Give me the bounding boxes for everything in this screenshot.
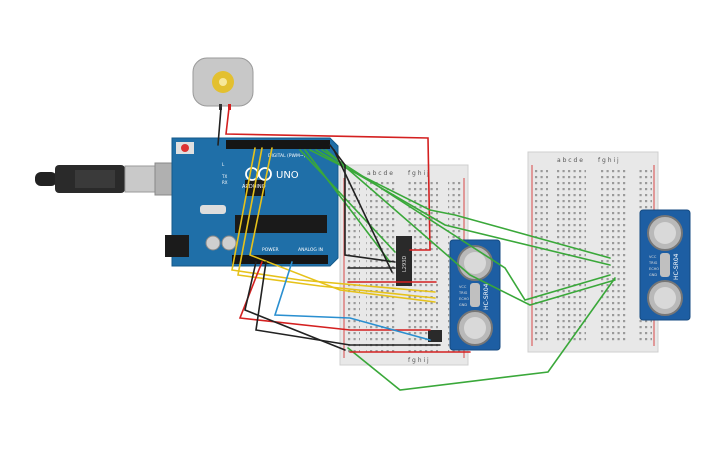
wire-green-bottom[interactable] [347, 277, 616, 391]
sensor-right-pin-echo: ECHO [649, 267, 659, 271]
wire-red-motor[interactable] [225, 107, 431, 251]
breadboard-left-col-labels-bottom: f g h i j [408, 357, 429, 364]
wire-black-motor[interactable] [217, 107, 222, 146]
breadboard-right-col-labels-2: f g h i j [598, 157, 619, 164]
sensor-left-pin-echo: ECHO [459, 297, 469, 301]
dc-motor[interactable] [192, 57, 254, 110]
sensor-right-pin-vcc: VCC [649, 255, 657, 259]
usb-cable [35, 162, 196, 196]
breadboard-right-col-labels: a b c d e [557, 157, 583, 164]
sensor-left-pin-trig: TRIG [458, 291, 468, 295]
sensor-right-pin-trig: TRIG [648, 261, 658, 265]
analog-header-label: ANALOG IN [298, 247, 323, 253]
wire-yellow-1[interactable] [231, 147, 436, 293]
wire-black-power-1[interactable] [255, 261, 441, 346]
wire-black-power-2[interactable] [244, 261, 346, 351]
wire-green-1[interactable] [299, 149, 396, 253]
breadboard-right[interactable]: a b c d e f g h i j [527, 151, 659, 353]
ultrasonic-sensor-right[interactable]: HC-SR04 VCC TRIG ECHO GND [639, 209, 691, 321]
small-ic[interactable] [428, 330, 442, 342]
motor-driver-ic[interactable]: L293D [396, 236, 412, 286]
sensor-left-pin-vcc: VCC [459, 285, 467, 289]
l-led-label: L [222, 162, 225, 167]
wire-green-5[interactable] [321, 149, 611, 301]
wire-blue-analog[interactable] [273, 261, 431, 341]
arduino-uno-board[interactable]: ARDUINO UNO DIGITAL (PWM~) POWER ANALOG … [165, 137, 339, 267]
breadboard-left-col-labels-2: f g h i j [408, 170, 429, 177]
wire-yellow-3[interactable] [249, 147, 436, 303]
power-header-label: POWER [262, 247, 279, 253]
digital-header-label: DIGITAL (PWM~) [268, 153, 306, 159]
wire-green-6[interactable] [325, 149, 616, 306]
sensor-left-model: HC-SR04 [483, 283, 490, 310]
wire-red-power[interactable] [238, 261, 431, 331]
sensor-right-model: HC-SR04 [673, 253, 680, 280]
breadboard-left-col-labels: a b c d e [367, 170, 393, 177]
wire-green-2[interactable] [304, 149, 391, 263]
wire-yellow-2[interactable] [237, 147, 436, 299]
arduino-model-text: UNO [276, 170, 299, 181]
tx-label: TX [221, 174, 227, 179]
wire-black-top[interactable] [329, 144, 396, 263]
rx-label: RX [222, 180, 228, 185]
arduino-brand-text: ARDUINO [242, 184, 266, 190]
ultrasonic-sensor-left[interactable]: HC-SR04 VCC TRIG ECHO GND [449, 239, 501, 351]
ic-label: L293D [402, 256, 408, 272]
wire-black-header[interactable] [333, 149, 393, 273]
sensor-left-pin-gnd: GND [459, 303, 467, 307]
sensor-right-pin-gnd: GND [649, 273, 657, 277]
wire-green-4[interactable] [315, 149, 611, 266]
